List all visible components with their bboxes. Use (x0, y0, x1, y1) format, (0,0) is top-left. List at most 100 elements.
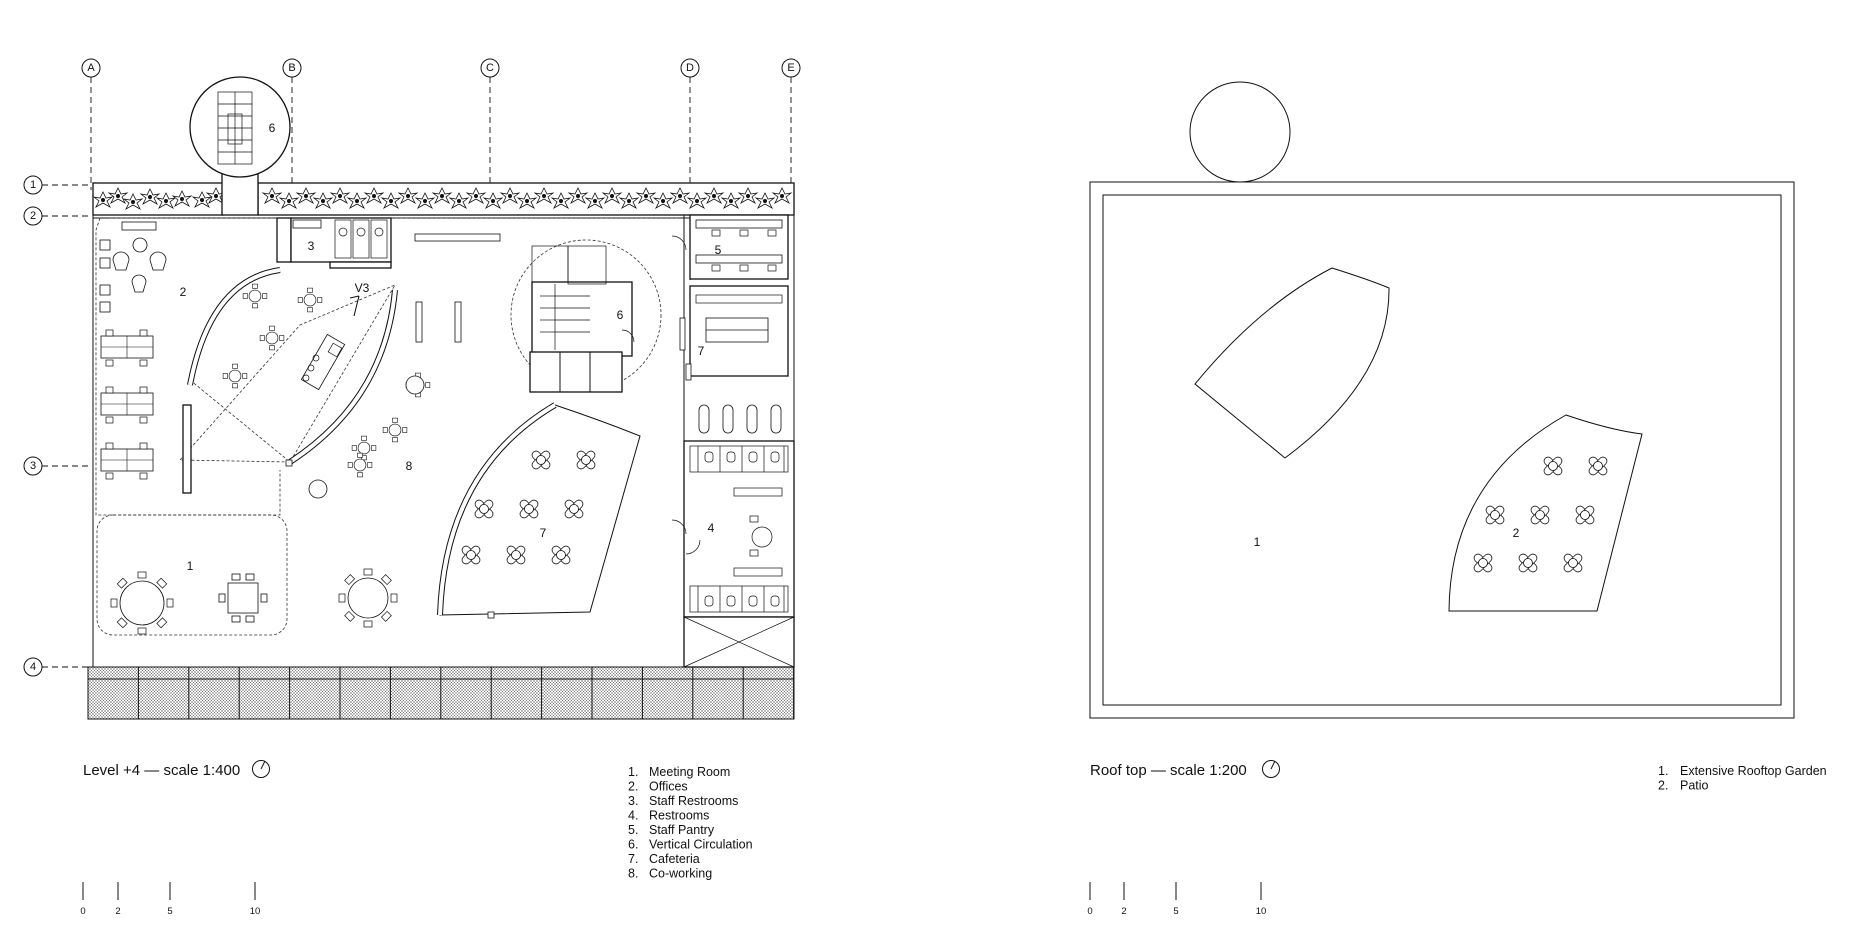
roof-room-tag-1: 1 (1254, 535, 1261, 549)
grid-label-C: C (486, 62, 494, 74)
scale-tick-5: 5 (167, 906, 172, 917)
legend-num: 1. (628, 765, 638, 779)
desk-chair (139, 416, 148, 424)
grid-axis-B: B (282, 58, 302, 190)
chair (767, 229, 777, 237)
right-legend: 1. Extensive Rooftop Garden 2. Patio (1658, 764, 1827, 793)
desk-chair (105, 416, 114, 424)
chair (344, 574, 356, 586)
roof-top-plan: 1 2 Roof top — scale 1:200 1. Extensive … (1087, 81, 1827, 917)
screens (414, 233, 501, 343)
chair (380, 610, 392, 622)
legend-item-cafeteria: Cafeteria (649, 852, 700, 866)
sink (698, 404, 710, 434)
toilet (748, 451, 758, 463)
sink (722, 404, 734, 434)
right-plan-title: Roof top — scale 1:200 (1090, 762, 1247, 779)
north-arrow-icon (252, 760, 270, 778)
balcony-facade (87, 666, 795, 720)
chair (739, 229, 749, 237)
chair (116, 617, 128, 629)
round-table (242, 283, 268, 309)
stair-tower-north: 6 (189, 76, 291, 216)
patio-table (1569, 499, 1601, 531)
left-legend: 1. Meeting Room 2. Offices 3. Staff Rest… (628, 765, 753, 881)
round-table (351, 435, 377, 461)
round-table (297, 287, 323, 313)
legend-num: 7. (628, 852, 638, 866)
cafe-table (468, 493, 500, 525)
planter-strip (92, 182, 795, 216)
legend-item-restrooms: Restrooms (649, 809, 709, 823)
legend-num: 2. (1658, 779, 1668, 793)
toilet (704, 451, 714, 463)
legend-item-offices: Offices (649, 780, 688, 794)
vertical-circulation-core: 6 (510, 239, 662, 393)
chair (344, 610, 356, 622)
desk-chair (105, 442, 114, 450)
legend-item-co-working: Co-working (649, 867, 712, 881)
scale-tick-10: 10 (1256, 906, 1267, 917)
curved-partition (182, 267, 398, 494)
patio-table (1524, 499, 1556, 531)
grid-label-D: D (686, 62, 694, 74)
sink (770, 404, 782, 434)
pantry-island: V3 (300, 281, 370, 391)
roof-room-tag-2: 2 (1513, 526, 1520, 540)
chair (363, 620, 373, 628)
grid-axis-4: 4 (23, 657, 90, 677)
cafe-table (500, 539, 532, 571)
round-table (222, 363, 248, 389)
patio-table (1537, 450, 1569, 482)
patio-table (1582, 450, 1614, 482)
grid-axis-1: 1 (23, 175, 90, 195)
toilet (770, 595, 780, 607)
scale-tick-5: 5 (1173, 906, 1178, 917)
chair (767, 264, 777, 272)
roof-parapet-inner (1102, 194, 1782, 706)
legend-num: 3. (628, 794, 638, 808)
legend-item-patio: Patio (1680, 779, 1709, 793)
roof-parapet-outer (1089, 181, 1795, 719)
level-4-floor-plan: A B C D E 1 2 (23, 58, 801, 917)
chair (137, 571, 147, 579)
room-tag-5: 5 (715, 243, 722, 257)
legend-item-staff-restrooms: Staff Restrooms (649, 794, 738, 808)
legend-num: 8. (628, 867, 638, 881)
legend-num: 5. (628, 823, 638, 837)
grid-axis-2: 2 (23, 206, 90, 226)
grid-axis-3: 3 (23, 456, 90, 476)
grid-label-A: A (87, 62, 95, 74)
grid-label-E: E (787, 62, 794, 74)
toilet (770, 451, 780, 463)
toilet (704, 595, 714, 607)
room-tag-4: 4 (708, 521, 715, 535)
room-tag-3: 3 (308, 239, 315, 253)
scale-tick-2: 2 (1121, 906, 1126, 917)
legend-num: 1. (1658, 764, 1668, 778)
north-arrow-icon (1262, 760, 1280, 778)
desk-chair (105, 359, 114, 367)
roof-patio: 2 (1448, 414, 1643, 612)
stool (308, 479, 328, 499)
desk-chair (139, 359, 148, 367)
offices-area: 2 (99, 221, 187, 480)
desk-chair (105, 329, 114, 337)
legend-num: 6. (628, 838, 638, 852)
chair (116, 577, 128, 589)
chair (156, 617, 168, 629)
grid-label-2: 2 (30, 210, 36, 222)
patio-table (1557, 547, 1589, 579)
room-tag-v3: V3 (355, 281, 370, 295)
chair (390, 593, 398, 603)
desk-chair (105, 472, 114, 480)
left-scale-bar: 0 2 5 10 (80, 882, 260, 917)
cafe-table (513, 493, 545, 525)
patio-table (1512, 547, 1544, 579)
legend-item-meeting-room: Meeting Room (649, 765, 730, 779)
chair (110, 598, 118, 608)
desk-chair (139, 329, 148, 337)
grid-axis-E: E (781, 58, 801, 190)
roof-skylight-void (1194, 267, 1390, 459)
